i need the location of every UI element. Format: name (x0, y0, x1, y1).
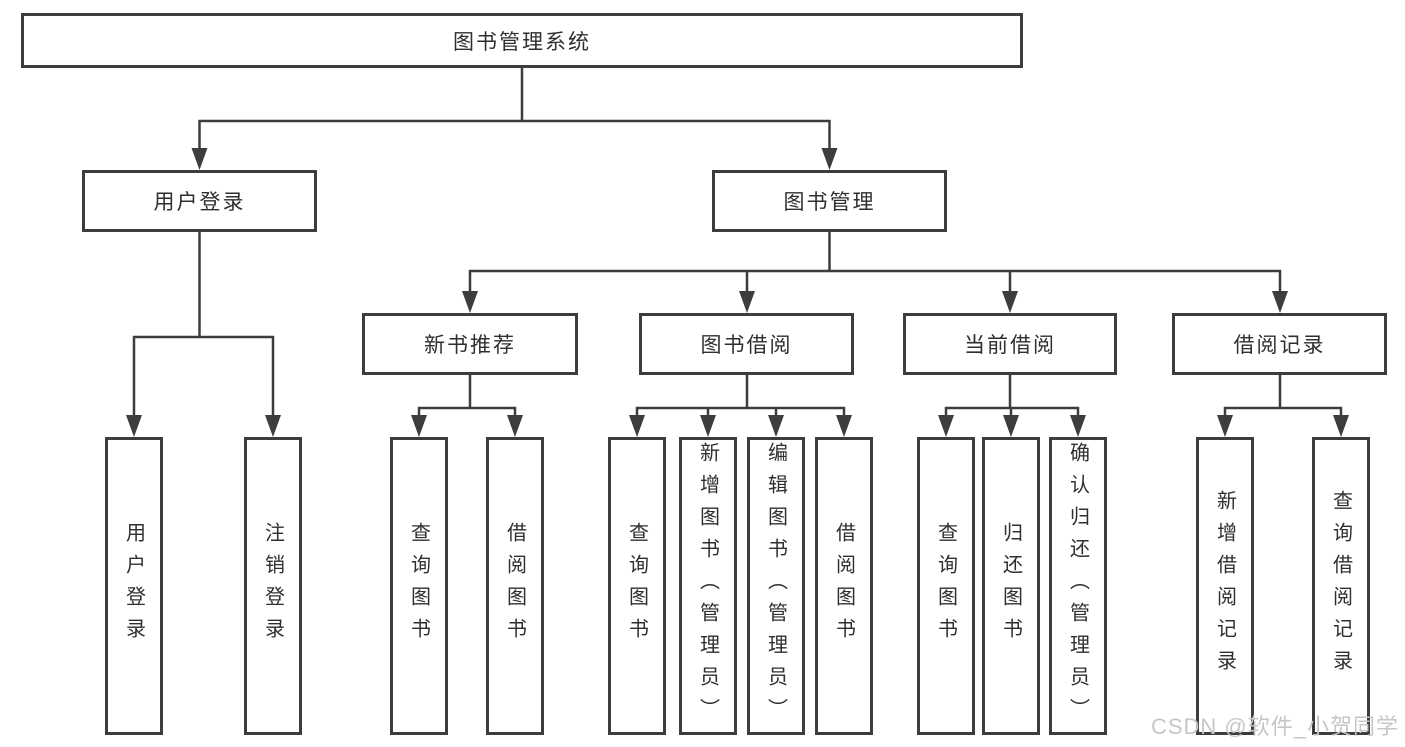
leaf-record-query-record-label: 查询借阅记录 (1329, 490, 1352, 682)
leaf-logout-label: 注销登录 (261, 522, 284, 650)
leaf-borrow-query-book: 查询图书 (608, 437, 666, 735)
arrowhead (1003, 415, 1019, 437)
leaf-user-login: 用户登录 (105, 437, 163, 735)
arrowhead (821, 148, 838, 170)
leaf-borrow-add-book-label: 新增图书（管理员） (696, 442, 719, 730)
leaf-borrow-edit-book: 编辑图书（管理员） (747, 437, 805, 735)
arrowhead (768, 415, 784, 437)
watermark: CSDN @软件_小贺同学 (1150, 714, 1399, 739)
node-current-borrow: 当前借阅 (903, 313, 1117, 375)
edge-root-to-level2 (198, 68, 831, 150)
leaf-borrow-edit-book-label: 编辑图书（管理员） (764, 442, 787, 730)
node-borrow-record: 借阅记录 (1172, 313, 1387, 375)
arrowhead (265, 415, 281, 437)
leaf-rec-borrow-book-label: 借阅图书 (503, 522, 526, 650)
leaf-rec-query-book-label: 查询图书 (407, 522, 430, 650)
arrowhead (1217, 415, 1233, 437)
arrowhead (126, 415, 142, 437)
arrowhead (1333, 415, 1349, 437)
leaf-current-query-book-label: 查询图书 (934, 522, 957, 650)
leaf-borrow-borrow-book: 借阅图书 (815, 437, 873, 735)
leaf-rec-query-book: 查询图书 (390, 437, 448, 735)
edge-user-login-to-leaves (132, 232, 275, 418)
arrowhead (1002, 291, 1018, 313)
node-book-management: 图书管理 (712, 170, 947, 232)
node-book-borrow: 图书借阅 (639, 313, 854, 375)
leaf-current-confirm-return-label: 确认归还（管理员） (1066, 442, 1089, 730)
edge-book-management-to-level3 (468, 232, 1282, 293)
arrowhead (191, 148, 208, 170)
leaf-borrow-query-book-label: 查询图书 (625, 522, 648, 650)
leaf-borrow-add-book: 新增图书（管理员） (679, 437, 737, 735)
leaf-current-return-book: 归还图书 (982, 437, 1040, 735)
arrowhead (1070, 415, 1086, 437)
arrowhead (507, 415, 523, 437)
edge-borrow-record-to-leaves (1223, 375, 1343, 418)
arrowhead (629, 415, 645, 437)
leaf-record-add-record-label: 新增借阅记录 (1213, 490, 1236, 682)
arrowhead (938, 415, 954, 437)
leaf-current-query-book: 查询图书 (917, 437, 975, 735)
leaf-borrow-borrow-book-label: 借阅图书 (832, 522, 855, 650)
edge-new-book-recommend-to-leaves (417, 375, 517, 418)
arrowhead (1272, 291, 1288, 313)
edge-book-borrow-to-leaves (635, 375, 846, 418)
node-root: 图书管理系统 (21, 13, 1023, 68)
leaf-user-login-label: 用户登录 (122, 522, 145, 650)
leaf-rec-borrow-book: 借阅图书 (486, 437, 544, 735)
leaf-record-query-record: 查询借阅记录 (1312, 437, 1370, 735)
leaf-logout: 注销登录 (244, 437, 302, 735)
node-new-book-recommend: 新书推荐 (362, 313, 578, 375)
edge-current-borrow-to-leaves (944, 375, 1080, 418)
node-user-login: 用户登录 (82, 170, 317, 232)
leaf-current-return-book-label: 归还图书 (999, 522, 1022, 650)
arrowhead (462, 291, 478, 313)
leaf-record-add-record: 新增借阅记录 (1196, 437, 1254, 735)
leaf-current-confirm-return: 确认归还（管理员） (1049, 437, 1107, 735)
arrowhead (700, 415, 716, 437)
arrowhead (739, 291, 755, 313)
arrowhead (411, 415, 427, 437)
arrowhead (836, 415, 852, 437)
